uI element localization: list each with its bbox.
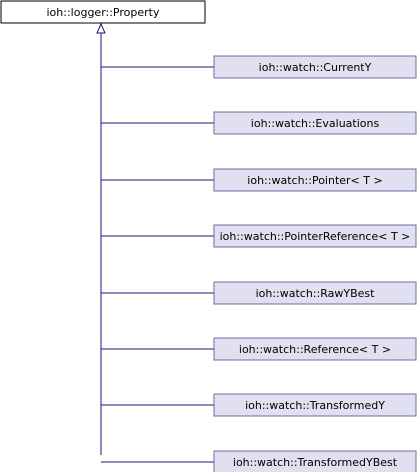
derived-class-label: ioh::watch::Evaluations [251, 117, 380, 130]
derived-class-label: ioh::watch::TransformedYBest [233, 456, 398, 469]
derived-class-node[interactable]: ioh::watch::CurrentY [101, 55, 417, 79]
derived-classes: ioh::watch::CurrentYioh::watch::Evaluati… [101, 55, 417, 472]
base-class-node[interactable]: ioh::logger::Property [0, 0, 206, 24]
derived-class-node[interactable]: ioh::watch::Pointer< T > [101, 168, 417, 192]
derived-class-label: ioh::watch::Reference< T > [239, 343, 391, 356]
derived-class-box [213, 450, 417, 472]
derived-class-box [213, 55, 417, 79]
derived-class-label: ioh::watch::PointerReference< T > [220, 230, 411, 243]
derived-class-label: ioh::watch::Pointer< T > [247, 174, 382, 187]
derived-class-node[interactable]: ioh::watch::PointerReference< T > [101, 224, 417, 248]
derived-class-box [213, 111, 417, 135]
derived-class-label: ioh::watch::RawYBest [256, 287, 376, 300]
derived-class-box [213, 168, 417, 192]
derived-class-box [213, 393, 417, 417]
derived-class-node[interactable]: ioh::watch::Evaluations [101, 111, 417, 135]
derived-class-node[interactable]: ioh::watch::TransformedY [101, 393, 417, 417]
inheritance-arrowhead [96, 22, 106, 34]
derived-class-node[interactable]: ioh::watch::TransformedYBest [101, 450, 417, 472]
derived-class-label: ioh::watch::CurrentY [259, 61, 372, 74]
derived-class-box [213, 224, 417, 248]
derived-class-node[interactable]: ioh::watch::Reference< T > [101, 337, 417, 361]
base-class-label: ioh::logger::Property [47, 6, 160, 19]
derived-class-node[interactable]: ioh::watch::RawYBest [101, 281, 417, 305]
derived-class-label: ioh::watch::TransformedY [245, 399, 385, 412]
derived-class-box [213, 337, 417, 361]
derived-class-box [213, 281, 417, 305]
